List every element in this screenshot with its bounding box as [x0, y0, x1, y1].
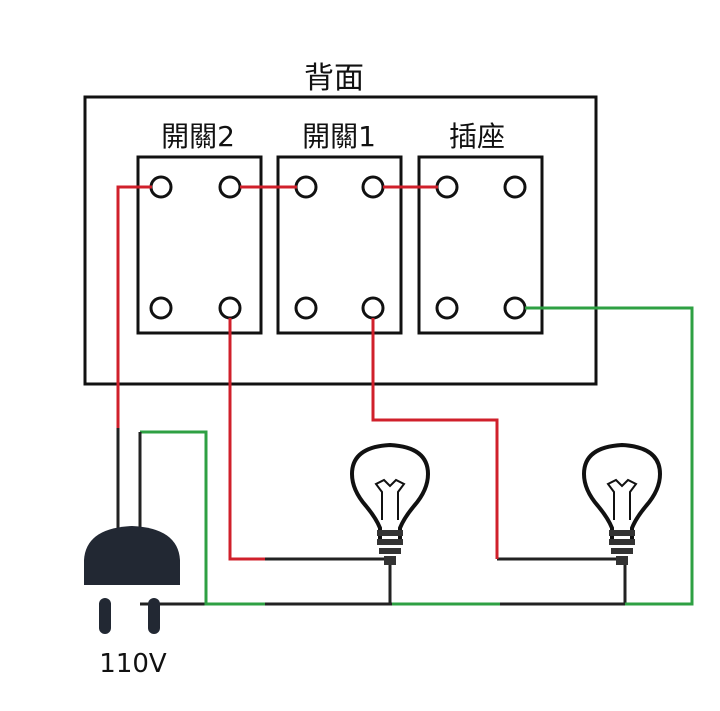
switch-2-terminal-bottom-right — [218, 296, 242, 320]
common-wire — [140, 557, 627, 606]
switch-2-terminal-bottom-left — [149, 296, 173, 320]
switch-1-terminal-top-left — [294, 175, 318, 199]
outlet-terminal-top-right — [503, 175, 527, 199]
switch-1-terminal-top-right — [361, 175, 385, 199]
switch-2-terminal-top-right — [218, 175, 242, 199]
switch-1-terminal-bottom-left — [294, 296, 318, 320]
outlet-terminal-top-left — [435, 175, 459, 199]
light-bulb-icon — [349, 442, 431, 565]
plug-voltage-label: 110V — [99, 649, 167, 679]
switch-2-module — [136, 155, 263, 335]
hot-wires — [116, 185, 499, 561]
switch-1-terminal-bottom-right — [361, 296, 385, 320]
module-label-switch-2: 開關2 — [161, 120, 235, 153]
power-plug-icon — [84, 526, 180, 634]
hot-wire-switch-1-to-lamp — [371, 318, 499, 559]
neutral-wires — [140, 306, 694, 606]
module-label-outlet: 插座 — [449, 120, 505, 153]
hot-wire-switch-2-to-lamp — [228, 318, 265, 561]
plug-cord — [116, 428, 142, 532]
outlet-terminal-bottom-left — [435, 296, 459, 320]
switch-1-module — [276, 155, 403, 335]
light-bulb-icon — [581, 442, 663, 565]
neutral-wire-supply — [140, 430, 265, 606]
outlet-module — [417, 155, 544, 335]
module-label-switch-1: 開關1 — [302, 120, 376, 153]
back-plate-title: 背面 — [304, 61, 364, 96]
neutral-wire-outlet-return — [525, 306, 694, 606]
hot-wire-supply — [116, 185, 152, 428]
switch-2-terminal-top-left — [149, 175, 173, 199]
outlet-terminal-bottom-right — [503, 296, 527, 320]
